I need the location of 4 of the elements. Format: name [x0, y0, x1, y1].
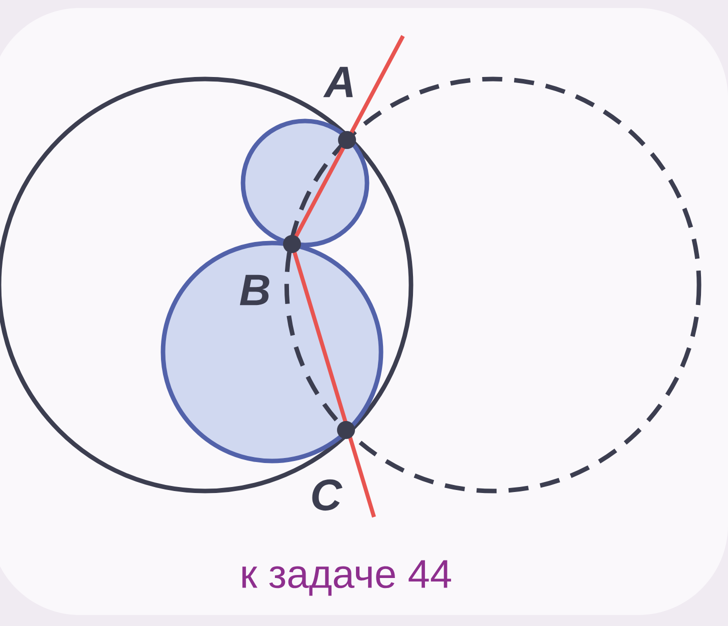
- caption: к задаче 44: [242, 560, 452, 596]
- point-label: B: [240, 274, 270, 306]
- point-label: C: [312, 479, 342, 511]
- point-label: A: [323, 66, 353, 98]
